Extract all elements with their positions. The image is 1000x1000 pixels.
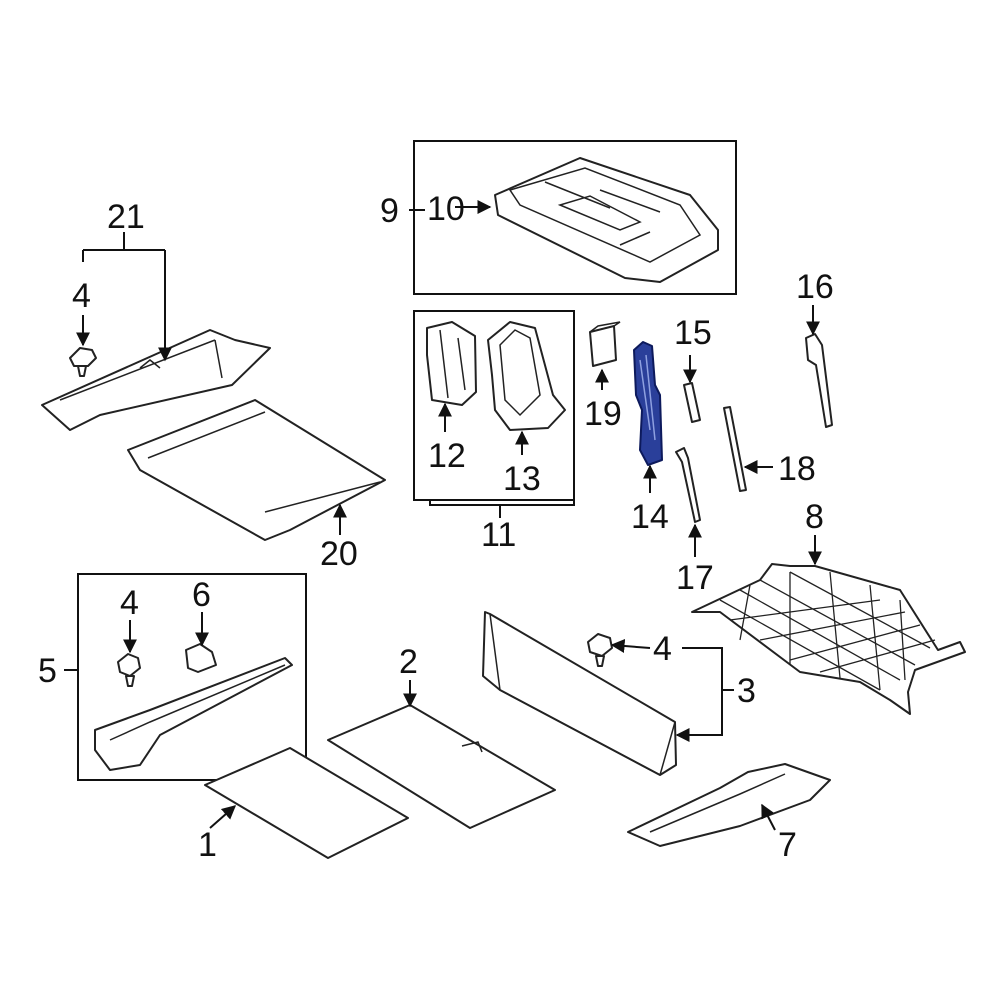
label-14: 14	[631, 498, 669, 536]
part-3-panel[interactable]	[482, 611, 677, 776]
part-4-clip-right[interactable]	[587, 633, 613, 667]
label-6: 6	[192, 576, 211, 614]
label-21: 21	[107, 198, 145, 236]
part-8-cargo-net[interactable]	[691, 563, 966, 715]
label-17: 17	[676, 559, 714, 597]
part-2-floor-board[interactable]	[327, 704, 556, 829]
group-box-5	[77, 573, 307, 781]
part-18-rod[interactable]	[723, 406, 747, 492]
part-7-bracket[interactable]	[627, 763, 831, 847]
label-10: 10	[427, 190, 465, 228]
part-17-hook-rod[interactable]	[675, 447, 701, 523]
label-11: 11	[481, 516, 516, 554]
label-2: 2	[399, 643, 418, 681]
part-5-side-rail[interactable]	[94, 657, 293, 771]
part-20-cover[interactable]	[127, 399, 386, 541]
part-4-clip-left[interactable]	[117, 653, 141, 687]
label-9: 9	[380, 192, 399, 230]
part-14-jack[interactable]	[633, 341, 663, 466]
label-20: 20	[320, 535, 358, 573]
label-15: 15	[674, 314, 712, 352]
label-4-top: 4	[72, 277, 91, 315]
label-7: 7	[778, 826, 797, 864]
label-4-left: 4	[120, 584, 139, 622]
label-4-right: 4	[653, 630, 672, 668]
part-19-pad[interactable]	[589, 321, 621, 367]
group-box-9	[413, 140, 737, 295]
part-12-trim-panel[interactable]	[426, 321, 477, 406]
label-3: 3	[737, 672, 756, 710]
part-16-wrench[interactable]	[805, 333, 833, 428]
part-6-clip[interactable]	[185, 643, 217, 673]
label-18: 18	[778, 450, 816, 488]
part-13-insert[interactable]	[487, 321, 566, 431]
part-15-pin[interactable]	[683, 382, 701, 423]
part-1-floor-panel[interactable]	[204, 747, 409, 859]
label-16: 16	[796, 268, 834, 306]
group-box-11	[413, 310, 575, 501]
label-12: 12	[428, 437, 466, 475]
label-19: 19	[584, 395, 622, 433]
label-13: 13	[503, 460, 541, 498]
label-5: 5	[38, 652, 57, 690]
label-1: 1	[198, 826, 217, 864]
part-4-clip-top[interactable]	[69, 347, 97, 377]
part-10-tray[interactable]	[494, 157, 719, 283]
label-8: 8	[805, 498, 824, 536]
